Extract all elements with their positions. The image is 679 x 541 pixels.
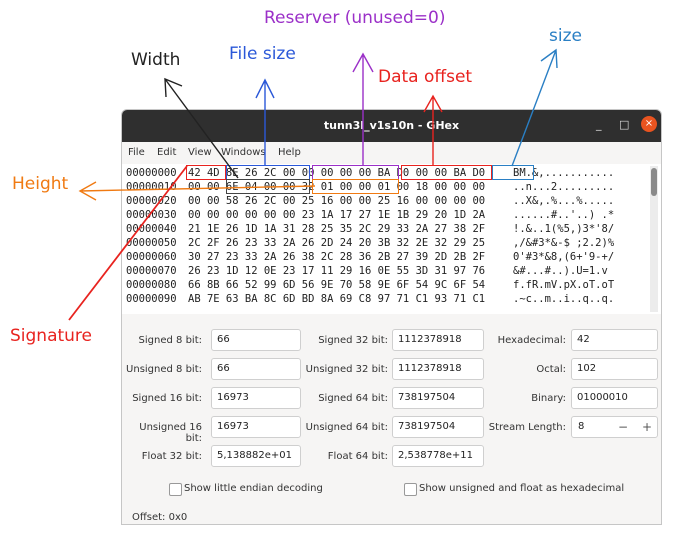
octal-field[interactable]: 102 (571, 358, 658, 380)
signed16-label: Signed 16 bit: (132, 393, 202, 404)
row-ascii[interactable]: ,/&#3*&-$ ;2.2)% (513, 237, 615, 249)
binary-label: Binary: (531, 393, 566, 404)
unsigned16-label: Unsigned 16 bit: (139, 422, 202, 444)
row-offset: 00000090 (126, 293, 177, 305)
signed32-field[interactable]: 1112378918 (392, 329, 484, 351)
ghex-window: tunn3l_v1s10n - GHex _ □ × File Edit Vie… (121, 109, 662, 525)
decrement-button[interactable]: − (618, 420, 629, 434)
unsigned-hex-label: Show unsigned and float as hexadecimal (419, 483, 625, 494)
menu-help[interactable]: Help (278, 147, 301, 158)
row-ascii[interactable]: f.fR.mV.pX.oT.oT (513, 279, 615, 291)
annotation-data-offset: Data offset (378, 67, 473, 87)
row-offset: 00000000 (126, 167, 177, 179)
height-highlight-box (312, 179, 399, 194)
row-offset: 00000030 (126, 209, 177, 221)
window-title: tunn3l_v1s10n - GHex (323, 119, 460, 132)
row-bytes[interactable]: 00 00 58 26 2C 00 25 16 00 00 25 16 00 0… (188, 195, 486, 207)
float64-label: Float 64 bit: (327, 451, 388, 462)
row-ascii[interactable]: ..n...2......... (513, 181, 615, 193)
annotation-size: size (549, 26, 582, 46)
menu-bar: File Edit View Windows Help (122, 142, 661, 164)
unsigned8-field[interactable]: 66 (211, 358, 301, 380)
unsigned64-label: Unsigned 64 bit: (305, 422, 388, 433)
stream-length-label: Stream Length: (488, 422, 566, 433)
row-ascii[interactable]: BM.&,........... (513, 167, 615, 179)
menu-view[interactable]: View (188, 147, 212, 158)
reserved-highlight-box (312, 165, 399, 180)
row-offset: 00000020 (126, 195, 177, 207)
row-bytes[interactable]: 2C 2F 26 23 33 2A 26 2D 24 20 3B 32 2E 3… (188, 237, 486, 249)
octal-label: Octal: (536, 364, 566, 375)
hex-scrollbar[interactable] (650, 166, 658, 312)
unsigned64-field[interactable]: 738197504 (392, 416, 484, 438)
status-offset: Offset: 0x0 (132, 512, 188, 523)
row-ascii[interactable]: .~c..m..i..q..q. (513, 293, 615, 305)
size-highlight-box (492, 165, 534, 180)
file-size-highlight-box (226, 165, 310, 180)
annotation-width: Width (131, 50, 181, 70)
float64-field[interactable]: 2,538778e+11 (392, 445, 484, 467)
data-offset-highlight-box (401, 165, 492, 180)
row-offset: 00000040 (126, 223, 177, 235)
float32-field[interactable]: 5,138882e+01 (211, 445, 301, 467)
increment-button[interactable]: + (642, 420, 653, 434)
row-ascii[interactable]: !.&..1(%5,)3*'8/ (513, 223, 615, 235)
width-highlight-box (226, 179, 310, 194)
hexadecimal-field[interactable]: 42 (571, 329, 658, 351)
row-offset: 00000010 (126, 181, 177, 193)
unsigned8-label: Unsigned 8 bit: (126, 364, 202, 375)
signed64-label: Signed 64 bit: (318, 393, 388, 404)
little-endian-checkbox[interactable] (169, 483, 182, 496)
annotation-file-size: File size (229, 44, 296, 64)
menu-windows[interactable]: Windows (221, 147, 266, 158)
row-ascii[interactable]: &#...#..).U=1.v (513, 265, 608, 277)
float32-label: Float 32 bit: (141, 451, 202, 462)
row-bytes[interactable]: 26 23 1D 12 0E 23 17 11 29 16 0E 55 3D 3… (188, 265, 486, 277)
close-icon[interactable]: × (641, 116, 657, 132)
stream-length-stepper[interactable]: 8 − + (571, 416, 658, 438)
data-inspector-panel: Signed 8 bit: 66 Unsigned 8 bit: 66 Sign… (122, 316, 661, 524)
signature-highlight-box (186, 165, 226, 180)
annotation-height: Height (12, 174, 69, 194)
signed8-field[interactable]: 66 (211, 329, 301, 351)
unsigned32-field[interactable]: 1112378918 (392, 358, 484, 380)
row-offset: 00000050 (126, 237, 177, 249)
annotation-reserved: Reserver (unused=0) (264, 8, 446, 28)
row-ascii[interactable]: ......#..'..) .* (513, 209, 615, 221)
row-bytes[interactable]: AB 7E 63 BA 8C 6D BD 8A 69 C8 97 71 C1 9… (188, 293, 486, 305)
signed32-label: Signed 32 bit: (318, 335, 388, 346)
scrollbar-thumb[interactable] (651, 168, 657, 196)
row-ascii[interactable]: ..X&,.%...%..... (513, 195, 615, 207)
menu-file[interactable]: File (128, 147, 145, 158)
row-bytes[interactable]: 21 1E 26 1D 1A 31 28 25 35 2C 29 33 2A 2… (188, 223, 486, 235)
hexadecimal-label: Hexadecimal: (497, 335, 566, 346)
stream-length-value[interactable]: 8 (578, 421, 585, 432)
unsigned-hex-checkbox[interactable] (404, 483, 417, 496)
row-offset: 00000070 (126, 265, 177, 277)
signed64-field[interactable]: 738197504 (392, 387, 484, 409)
row-bytes[interactable]: 66 8B 66 52 99 6D 56 9E 70 58 9E 6F 54 9… (188, 279, 486, 291)
annotation-signature: Signature (10, 326, 93, 346)
row-bytes[interactable]: 30 27 23 33 2A 26 38 2C 28 36 2B 27 39 2… (188, 251, 486, 263)
unsigned32-label: Unsigned 32 bit: (305, 364, 388, 375)
menu-edit[interactable]: Edit (157, 147, 177, 158)
signed16-field[interactable]: 16973 (211, 387, 301, 409)
unsigned16-field[interactable]: 16973 (211, 416, 301, 438)
binary-field[interactable]: 01000010 (571, 387, 658, 409)
minimize-icon[interactable]: _ (596, 118, 602, 131)
row-ascii[interactable]: 0'#3*&8,(6+'9-+/ (513, 251, 615, 263)
row-offset: 00000080 (126, 279, 177, 291)
little-endian-label: Show little endian decoding (184, 483, 323, 494)
signed8-label: Signed 8 bit: (138, 335, 202, 346)
maximize-icon[interactable]: □ (619, 118, 630, 131)
row-bytes[interactable]: 00 00 00 00 00 00 23 1A 17 27 1E 1B 29 2… (188, 209, 486, 221)
row-offset: 00000060 (126, 251, 177, 263)
title-bar: tunn3l_v1s10n - GHex _ □ × (122, 110, 661, 142)
